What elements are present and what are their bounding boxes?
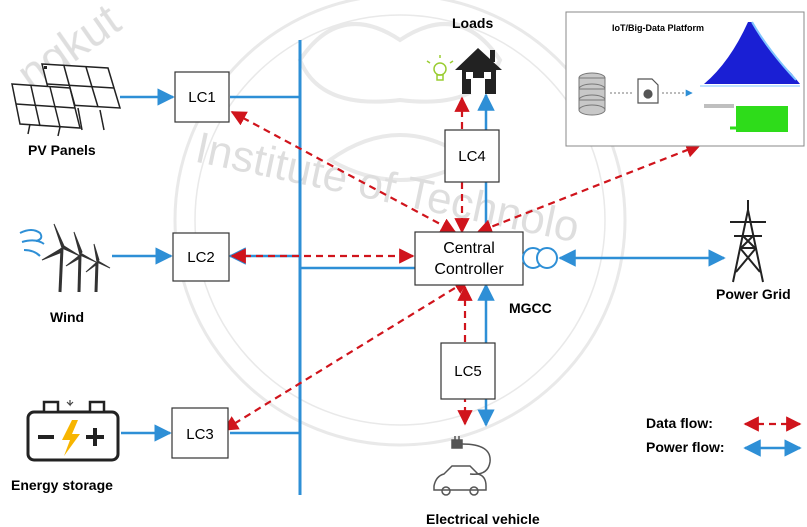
battery-icon <box>26 400 120 462</box>
lc4-box: LC4 <box>444 129 500 183</box>
iot-platform-title: IoT/Big-Data Platform <box>612 23 704 33</box>
pv-panels-label: PV Panels <box>28 142 96 158</box>
light-bulb-icon <box>426 55 454 81</box>
data-lc1-controller <box>230 111 457 233</box>
lc2-label: LC2 <box>187 249 215 266</box>
transformer-icon <box>522 247 558 269</box>
central-controller-line1: Central <box>443 240 495 257</box>
iot-platform-panel: IoT/Big-Data Platform <box>565 11 805 147</box>
watermark-text-middle: Institute of Technolo <box>191 123 583 252</box>
power-grid-label: Power Grid <box>716 286 791 302</box>
power-tower-icon <box>730 200 766 283</box>
house-icon <box>455 48 502 94</box>
wind-label: Wind <box>50 309 84 325</box>
central-controller-line2: Controller <box>434 261 504 278</box>
lc1-label: LC1 <box>188 89 216 106</box>
lc5-label: LC5 <box>454 363 482 380</box>
green-signal-chart <box>704 104 788 132</box>
legend-power-flow-label: Power flow: <box>646 439 725 455</box>
local-controllers: LC1 LC2 LC3 LC4 LC5 <box>171 71 500 459</box>
legend: Data flow: Power flow: <box>646 415 802 457</box>
legend-data-flow-label: Data flow: <box>646 415 713 431</box>
watermark: ngkut Institute of Technolo <box>7 0 627 447</box>
lightning-icon <box>62 420 80 456</box>
lc4-label: LC4 <box>458 148 486 165</box>
lc2-box: LC2 <box>172 232 230 282</box>
central-controller: Central Controller MGCC <box>414 231 558 316</box>
pv-panels-icon <box>11 63 122 137</box>
ev-charging-icon <box>433 436 491 496</box>
blue-signal-chart <box>700 21 800 87</box>
lc3-box: LC3 <box>171 407 229 459</box>
wind-gust-icon <box>19 229 45 257</box>
report-icon <box>637 78 659 104</box>
car-icon <box>433 465 487 491</box>
lc3-label: LC3 <box>186 426 214 443</box>
power-flows <box>112 88 726 442</box>
wind-turbine-icon <box>19 223 111 293</box>
energy-storage-label: Energy storage <box>11 477 113 493</box>
database-icon <box>578 72 606 116</box>
ev-label: Electrical vehicle <box>426 511 540 527</box>
data-platform-controller <box>476 142 702 235</box>
data-lc3-controller <box>222 279 470 431</box>
loads-label: Loads <box>452 15 493 31</box>
lc1-box: LC1 <box>174 71 230 123</box>
lc5-box: LC5 <box>440 342 496 400</box>
mgcc-label: MGCC <box>509 300 552 316</box>
